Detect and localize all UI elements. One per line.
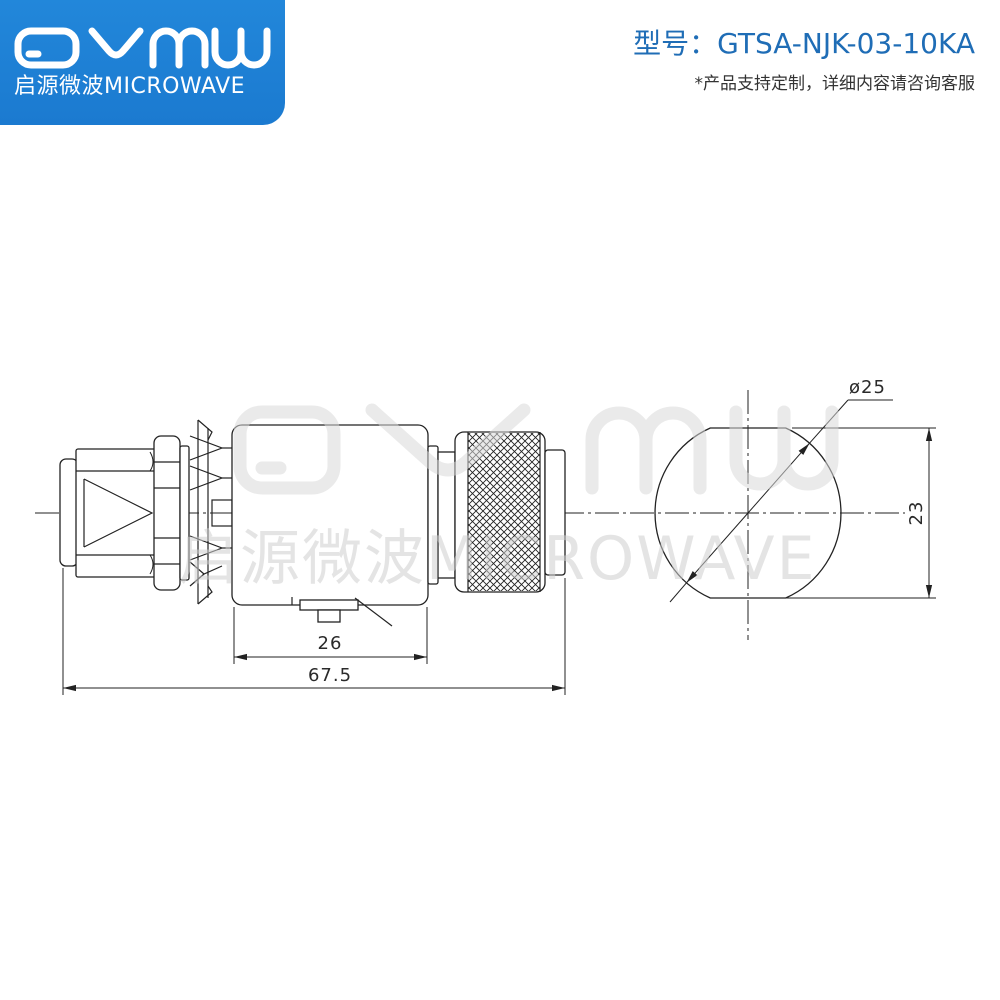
- brand-company-name: 启源微波MICROWAVE: [14, 74, 246, 99]
- connector-hex-body: [75, 448, 157, 578]
- logo-letter-m: [149, 27, 209, 69]
- logo-letter-w: [211, 27, 271, 69]
- spring-fingers: [189, 419, 233, 605]
- attenuator-body: [231, 424, 429, 606]
- dimension-diameter: ø25: [669, 377, 893, 603]
- connector-ring: [427, 445, 456, 585]
- logo-letter-y: [88, 27, 144, 59]
- customization-note: *产品支持定制，详细内容请咨询客服: [694, 74, 976, 94]
- dimension-diameter-label: ø25: [849, 377, 886, 398]
- dimension-flat-height-label: 23: [906, 501, 927, 526]
- dimension-body-length-label: 26: [318, 633, 343, 654]
- brand-logo-mark: [14, 27, 271, 69]
- connector-side-view: [59, 419, 566, 627]
- logo-letter-q: [14, 27, 80, 69]
- connector-right-end: [544, 449, 566, 576]
- knurled-coupling-nut: [454, 431, 546, 593]
- body-label-clip: [291, 597, 393, 627]
- dimension-body-length: 26: [233, 607, 428, 664]
- lock-washer: [179, 445, 190, 581]
- dimension-overall-length: 67.5: [62, 568, 566, 695]
- panel-hex-nut: [153, 435, 181, 591]
- brand-logo: 启源微波MICROWAVE: [0, 0, 285, 125]
- dimension-overall-length-label: 67.5: [308, 665, 352, 686]
- connector-tip: [59, 458, 79, 567]
- model-number-title: 型号：GTSA-NJK-03-10KA: [633, 27, 975, 60]
